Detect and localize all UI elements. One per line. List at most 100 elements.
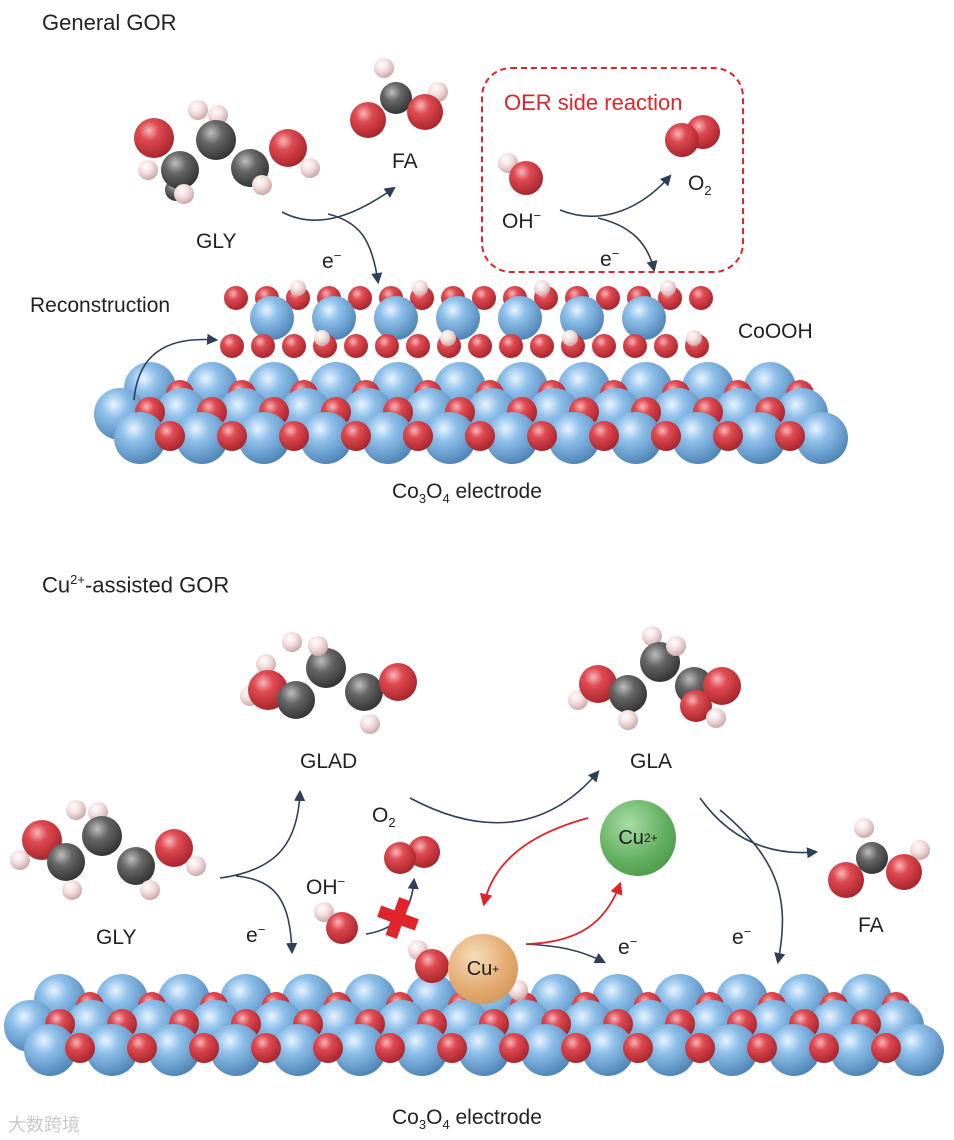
cobalt-atom — [796, 412, 848, 464]
oxygen-atom — [623, 334, 647, 358]
cobalt-atom — [768, 1024, 820, 1076]
gly-label-top: GLY — [196, 230, 237, 253]
oxygen-atom — [468, 334, 492, 358]
gla-molecule — [568, 626, 741, 730]
oxygen-atom — [279, 421, 309, 451]
adsorbed-oh-bottom — [408, 940, 528, 1000]
coooh-label: CoOOH — [738, 320, 813, 343]
electrode-label-top: Co3O4 electrode — [392, 480, 542, 507]
electron-label-bottom-3: e− — [732, 924, 752, 949]
hydrogen-atom — [314, 330, 330, 346]
reconstruction-label: Reconstruction — [30, 294, 171, 317]
cobalt-atom — [24, 1024, 76, 1076]
oh-label-top: OH− — [502, 208, 542, 233]
cobalt-atom — [458, 1024, 510, 1076]
cobalt-atom — [114, 412, 166, 464]
co3o4-slab-top — [94, 362, 848, 464]
oxygen-atom — [530, 334, 554, 358]
oxygen-atom — [775, 421, 805, 451]
oxygen-atom — [499, 1033, 529, 1063]
oxygen-atom — [220, 334, 244, 358]
cobalt-atom — [436, 296, 480, 340]
cobalt-atom — [734, 412, 786, 464]
electron-label-top-2: e− — [600, 246, 620, 271]
cobalt-atom — [176, 412, 228, 464]
oxygen-atom — [623, 1033, 653, 1063]
cobalt-atom — [830, 1024, 882, 1076]
oxygen-atom — [344, 334, 368, 358]
fa-molecule-top — [350, 58, 448, 138]
gly-molecule-bottom — [10, 800, 206, 900]
o2-molecule-top — [665, 115, 720, 157]
cobalt-atom — [300, 412, 352, 464]
o2-label-top: O2 — [688, 172, 712, 199]
oxygen-atom — [313, 1033, 343, 1063]
oxygen-atom — [654, 334, 678, 358]
blocked-cross-icon — [377, 897, 419, 939]
oxygen-atom — [499, 334, 523, 358]
cobalt-atom — [610, 412, 662, 464]
oh-molecule-bottom — [314, 902, 358, 944]
oer-side-reaction-box — [481, 67, 744, 273]
o2-label-bottom: O2 — [372, 804, 396, 831]
fa-label-bottom: FA — [858, 914, 884, 937]
oxygen-atom — [689, 286, 713, 310]
cobalt-atom — [238, 412, 290, 464]
oxygen-atom — [747, 1033, 777, 1063]
cobalt-atom — [548, 412, 600, 464]
oxygen-atom — [224, 286, 248, 310]
oxygen-atom — [871, 1033, 901, 1063]
cobalt-atom — [892, 1024, 944, 1076]
oxygen-atom — [589, 421, 619, 451]
electron-label-bottom-1: e− — [246, 922, 266, 947]
hydrogen-atom — [412, 280, 428, 296]
oxygen-atom — [65, 1033, 95, 1063]
glad-label: GLAD — [300, 750, 358, 773]
oxygen-atom — [251, 334, 275, 358]
cobalt-atom — [210, 1024, 262, 1076]
oxygen-atom — [217, 421, 247, 451]
cobalt-atom — [312, 296, 356, 340]
oxygen-atom — [437, 1033, 467, 1063]
cobalt-atom — [498, 296, 542, 340]
cobalt-atom — [520, 1024, 572, 1076]
oxygen-atom — [406, 334, 430, 358]
oxygen-atom — [127, 1033, 157, 1063]
watermark: 大数跨境 — [8, 1115, 80, 1135]
cobalt-atom — [86, 1024, 138, 1076]
cobalt-atom — [396, 1024, 448, 1076]
hydrogen-atom — [290, 280, 306, 296]
o2-molecule-bottom — [384, 836, 440, 874]
oxygen-atom — [251, 1033, 281, 1063]
cobalt-atom — [148, 1024, 200, 1076]
oxygen-atom — [809, 1033, 839, 1063]
hydrogen-atom — [660, 280, 676, 296]
oxygen-atom — [403, 421, 433, 451]
oxygen-atom — [375, 334, 399, 358]
gly-molecule-top — [134, 100, 320, 204]
hydrogen-atom — [686, 330, 702, 346]
cu1-ion: Cu+ — [448, 934, 518, 1004]
hydrogen-atom — [440, 330, 456, 346]
arrows-bottom — [219, 770, 819, 965]
electrode-label-bottom: Co3O4 electrode — [392, 1106, 542, 1133]
cobalt-atom — [672, 412, 724, 464]
oxygen-atom — [713, 421, 743, 451]
oer-title: OER side reaction — [504, 90, 683, 115]
oxygen-atom — [189, 1033, 219, 1063]
oxygen-atom — [375, 1033, 405, 1063]
oxygen-atom — [472, 286, 496, 310]
hydrogen-atom — [562, 330, 578, 346]
cobalt-atom — [374, 296, 418, 340]
cobalt-atom — [644, 1024, 696, 1076]
oxygen-atom — [527, 421, 557, 451]
electron-label-bottom-2: e− — [618, 934, 638, 959]
oxygen-atom — [348, 286, 372, 310]
panel-title-assisted: Cu2+-assisted GOR — [42, 572, 230, 598]
oxygen-atom — [155, 421, 185, 451]
glad-molecule — [240, 632, 417, 734]
panel-title-general: General GOR — [42, 10, 177, 35]
oxygen-atom — [685, 1033, 715, 1063]
gly-label-bottom: GLY — [96, 926, 137, 949]
oxygen-atom — [465, 421, 495, 451]
